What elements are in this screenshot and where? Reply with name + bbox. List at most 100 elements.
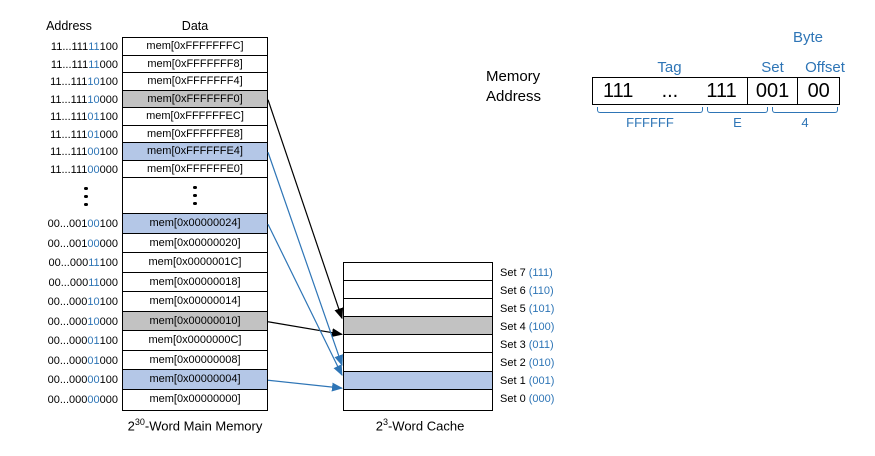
caption-rest: -Word Main Memory bbox=[144, 418, 263, 434]
memory-row: mem[0xFFFFFFE8] bbox=[123, 126, 267, 143]
set-name: Set 7 bbox=[500, 266, 529, 279]
caption-rest: -Word Cache bbox=[387, 418, 465, 434]
cache-set-row bbox=[344, 317, 492, 336]
address-prefix: 11...111 bbox=[50, 76, 88, 89]
set-label: Set 6 (110) bbox=[500, 282, 610, 300]
address-offset-bits: 000 bbox=[99, 276, 118, 289]
set-field-label: Set bbox=[761, 59, 784, 76]
cache-set-row bbox=[344, 263, 492, 282]
cache-set-row bbox=[344, 354, 492, 372]
address-prefix: 00...001 bbox=[47, 218, 88, 231]
memory-address-label-line2: Address bbox=[486, 88, 542, 105]
memory-cell-text: mem[0x00000020] bbox=[149, 236, 241, 249]
set-index-bits: (010) bbox=[528, 357, 555, 370]
memory-cell-text: mem[0xFFFFFFFC] bbox=[146, 40, 244, 53]
address-offset-bits: 000 bbox=[99, 354, 118, 367]
memory-cell-text: mem[0x00000010] bbox=[149, 314, 241, 327]
address-prefix: 00...000 bbox=[48, 257, 89, 270]
set-name: Set 6 bbox=[500, 284, 529, 297]
memory-row: mem[0xFFFFFFEC] bbox=[123, 108, 267, 126]
memory-cell-text: mem[0x00000018] bbox=[149, 275, 241, 288]
address-set-bits: 11 bbox=[88, 276, 100, 289]
memory-row: mem[0x00000008] bbox=[123, 351, 267, 370]
address-set-bits: 01 bbox=[87, 111, 100, 124]
address-prefix: 11...111 bbox=[50, 93, 88, 106]
data-column-header: Data bbox=[181, 19, 209, 33]
memory-ellipsis-row bbox=[123, 178, 267, 214]
memory-row: mem[0x00000020] bbox=[123, 234, 267, 253]
memory-address-box: 111 ... 111 001 00 bbox=[592, 77, 840, 105]
caption-exponent: 3 bbox=[382, 417, 388, 427]
address-prefix: 11...111 bbox=[50, 41, 89, 54]
address-set-bits: 11 bbox=[88, 58, 100, 71]
address-set-bits: 00 bbox=[87, 218, 100, 231]
caption-exponent: 30 bbox=[134, 417, 145, 427]
byte-field-label: Byte bbox=[792, 29, 823, 46]
set-name: Set 0 bbox=[500, 393, 529, 406]
cache-set-row bbox=[344, 281, 492, 300]
address-offset-bits: 000 bbox=[99, 237, 118, 250]
address-prefix: 00...000 bbox=[47, 354, 88, 367]
address-prefix: 11...111 bbox=[50, 128, 88, 141]
address-set-bits: 00 bbox=[87, 237, 100, 250]
tag-ellipsis: ... bbox=[661, 79, 679, 102]
set-name: Set 4 bbox=[500, 320, 529, 333]
address-set-bits: 11 bbox=[88, 41, 100, 54]
memory-row: mem[0xFFFFFFE0] bbox=[123, 161, 267, 178]
memory-cell-text: mem[0xFFFFFFF4] bbox=[147, 75, 243, 88]
tag-underbrace bbox=[597, 107, 703, 113]
set-label: Set 2 (010) bbox=[500, 354, 610, 372]
tag-bits-right: 111 bbox=[706, 79, 737, 102]
memory-cell-text: mem[0x00000000] bbox=[149, 393, 241, 406]
memory-row: mem[0xFFFFFFF0] bbox=[123, 90, 267, 108]
address-offset-bits: 100 bbox=[99, 76, 118, 89]
memory-row: mem[0x00000018] bbox=[123, 273, 267, 292]
address-prefix: 00...000 bbox=[47, 374, 88, 387]
memory-row: mem[0xFFFFFFE4] bbox=[123, 143, 267, 161]
set-index-bits: (001) bbox=[528, 375, 555, 388]
vertical-ellipsis-icon bbox=[193, 185, 197, 206]
memory-row: mem[0xFFFFFFF8] bbox=[123, 56, 267, 73]
tag-field-label: Tag bbox=[657, 59, 682, 76]
byte-offset-cell: 00 bbox=[797, 78, 839, 104]
e-underbrace bbox=[707, 107, 768, 113]
set-label: Set 0 (000) bbox=[500, 390, 610, 408]
address-offset-bits: 100 bbox=[99, 296, 118, 309]
caption-base: 2 bbox=[127, 418, 135, 434]
cache-set-row bbox=[344, 371, 492, 390]
set-label: Set 3 (011) bbox=[500, 336, 610, 354]
set-cell: 001 bbox=[746, 78, 798, 104]
address-offset-bits: 000 bbox=[99, 93, 118, 106]
address-set-bits: 01 bbox=[87, 335, 100, 348]
set-label: Set 1 (001) bbox=[500, 372, 610, 390]
memory-cell-text: mem[0x00000024] bbox=[149, 217, 241, 230]
address-set-bits: 10 bbox=[87, 76, 100, 89]
memory-cell-text: mem[0x00000014] bbox=[149, 295, 241, 308]
set-name: Set 3 bbox=[500, 338, 529, 351]
tag-bits-left: 111 bbox=[603, 79, 634, 102]
address-offset-bits: 000 bbox=[99, 128, 118, 141]
set-index-bits: (011) bbox=[528, 338, 554, 351]
main-memory-caption: 230-Word Main Memory bbox=[75, 417, 315, 433]
mapping-arrow bbox=[267, 99, 344, 320]
address-offset-bits: 100 bbox=[99, 257, 118, 270]
address-set-bits: 00 bbox=[87, 163, 100, 176]
memory-cell-text: mem[0x0000000C] bbox=[148, 334, 242, 347]
tag-hex-label: FFFFFF bbox=[626, 115, 674, 130]
e-hex-label: E bbox=[733, 115, 742, 130]
mapping-arrow bbox=[267, 321, 343, 338]
